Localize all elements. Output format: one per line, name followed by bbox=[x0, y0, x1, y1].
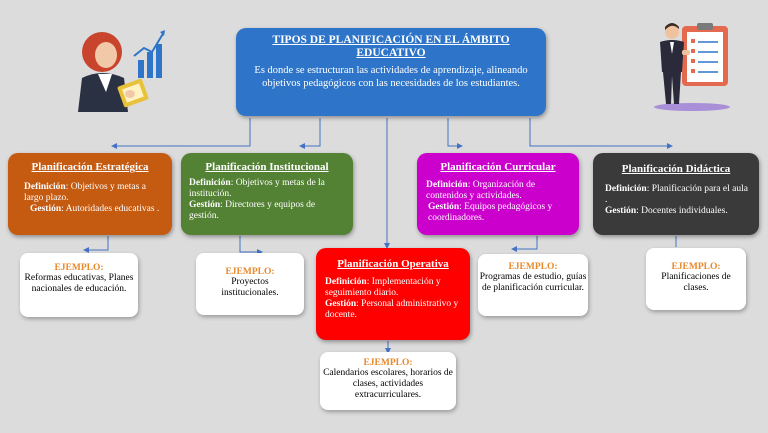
example-text: Calendarios escolares, horarios de clase… bbox=[323, 368, 453, 400]
example-label: EJEMPLO: bbox=[508, 262, 558, 272]
man-clipboard-checklist-icon bbox=[642, 20, 742, 112]
example-box-institucional: EJEMPLO: Proyectos institucionales. bbox=[196, 253, 304, 315]
type-title: Planificación Didáctica bbox=[621, 163, 731, 175]
type-definition: Definición: Objetivos y metas a largo pl… bbox=[24, 182, 146, 203]
example-label: EJEMPLO: bbox=[363, 358, 413, 368]
example-box-operativa: EJEMPLO: Calendarios escolares, horarios… bbox=[320, 352, 456, 410]
type-box-estrategica: Planificación Estratégica Definición: Ob… bbox=[8, 153, 172, 235]
type-definition: Definición: Objetivos y metas de la inst… bbox=[189, 178, 325, 199]
type-management: Gestión: Personal administrativo y docen… bbox=[325, 299, 459, 320]
example-label: EJEMPLO: bbox=[54, 263, 104, 273]
page-title: TIPOS DE PLANIFICACIÓN EN EL ÁMBITO EDUC… bbox=[272, 34, 510, 59]
example-text: Reformas educativas, Planes nacionales d… bbox=[24, 273, 134, 294]
type-definition: Definición: Organización de contenidos y… bbox=[426, 180, 536, 201]
type-title: Planificación Operativa bbox=[337, 258, 449, 270]
type-title: Planificación Institucional bbox=[205, 161, 329, 173]
example-box-estrategica: EJEMPLO: Reformas educativas, Planes nac… bbox=[20, 253, 138, 317]
type-box-institucional: Planificación Institucional Definición: … bbox=[181, 153, 353, 235]
type-box-operativa: Planificación Operativa Definición: Impl… bbox=[316, 248, 470, 340]
example-text: Proyectos institucionales. bbox=[221, 277, 279, 298]
example-text: Programas de estudio, guías de planifica… bbox=[479, 272, 587, 293]
type-management: Gestión: Directores y equipos de gestión… bbox=[189, 200, 316, 221]
businesswoman-chart-icon bbox=[68, 22, 170, 112]
type-management: Gestión: Equipos pedagógicos y coordinad… bbox=[428, 202, 553, 223]
example-label: EJEMPLO: bbox=[671, 262, 721, 272]
type-box-didactica: Planificación Didáctica Definición: Plan… bbox=[593, 153, 759, 235]
header-box: TIPOS DE PLANIFICACIÓN EN EL ÁMBITO EDUC… bbox=[236, 28, 546, 116]
type-box-curricular: Planificación Curricular Definición: Org… bbox=[417, 153, 579, 235]
type-definition: Definición: Planificación para el aula . bbox=[605, 184, 748, 205]
header-description: Es donde se estructuran las actividades … bbox=[254, 65, 528, 89]
example-text: Planificaciones de clases. bbox=[661, 272, 731, 293]
example-box-curricular: EJEMPLO: Programas de estudio, guías de … bbox=[478, 254, 588, 316]
type-title: Planificación Estratégica bbox=[31, 161, 149, 173]
type-definition: Definición: Implementación y seguimiento… bbox=[325, 277, 441, 298]
type-management: Gestión: Autoridades educativas . bbox=[30, 204, 160, 214]
type-management: Gestión: Docentes individuales. bbox=[605, 206, 728, 216]
example-box-didactica: EJEMPLO: Planificaciones de clases. bbox=[646, 248, 746, 310]
example-label: EJEMPLO: bbox=[225, 267, 275, 277]
type-title: Planificación Curricular bbox=[440, 161, 556, 173]
